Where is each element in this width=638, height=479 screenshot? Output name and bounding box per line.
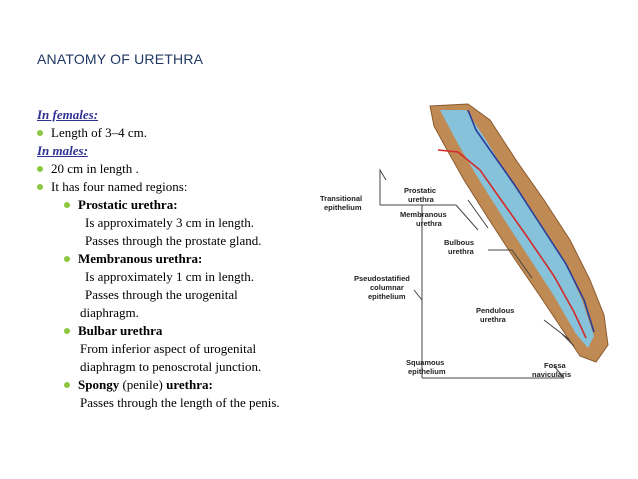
list-item: Spongy (penile) urethra: xyxy=(37,376,337,394)
males-heading: In males: xyxy=(37,143,88,158)
bullet-icon xyxy=(64,202,70,208)
males-regions-intro: It has four named regions: xyxy=(51,179,188,194)
region-detail: diaphragm to penoscrotal junction. xyxy=(80,359,262,374)
bullet-icon xyxy=(64,382,70,388)
bullet-icon xyxy=(64,256,70,262)
region-detail: Passes through the length of the penis. xyxy=(80,395,280,410)
bullet-icon xyxy=(37,166,43,172)
females-heading: In females: xyxy=(37,107,99,122)
region-detail: Is approximately 1 cm in length. xyxy=(85,269,254,284)
region-detail: From inferior aspect of urogenital xyxy=(80,341,257,356)
list-item: Length of 3–4 cm. xyxy=(37,124,337,142)
list-item: Bulbar urethra xyxy=(37,322,337,340)
region-detail: diaphragm. xyxy=(80,305,139,320)
bullet-icon xyxy=(37,130,43,136)
bullet-icon xyxy=(37,184,43,190)
annotation-lines xyxy=(379,168,575,379)
red-vessel xyxy=(437,149,587,339)
list-item: Prostatic urethra: xyxy=(37,196,337,214)
region-name: Prostatic urethra: xyxy=(78,197,178,212)
region-detail: Is approximately 3 cm in length. xyxy=(85,215,254,230)
page-title: ANATOMY OF URETHRA xyxy=(37,51,204,67)
blue-vessel xyxy=(467,109,595,333)
list-item: 20 cm in length . xyxy=(37,160,337,178)
bullet-icon xyxy=(64,328,70,334)
females-length: Length of 3–4 cm. xyxy=(51,125,148,140)
list-item: Membranous urethra: xyxy=(37,250,337,268)
text-content: In females: Length of 3–4 cm. In males: … xyxy=(37,106,337,412)
region-name: Bulbar urethra xyxy=(78,323,163,338)
region-detail: Passes through the prostate gland. xyxy=(85,233,262,248)
urethra-lumen xyxy=(440,110,594,348)
region-name: Membranous urethra: xyxy=(78,251,203,266)
list-item: It has four named regions: xyxy=(37,178,337,196)
region-detail: Passes through the urogenital xyxy=(85,287,238,302)
region-name: Spongy (penile) urethra: xyxy=(78,377,213,392)
males-length: 20 cm in length . xyxy=(51,161,139,176)
